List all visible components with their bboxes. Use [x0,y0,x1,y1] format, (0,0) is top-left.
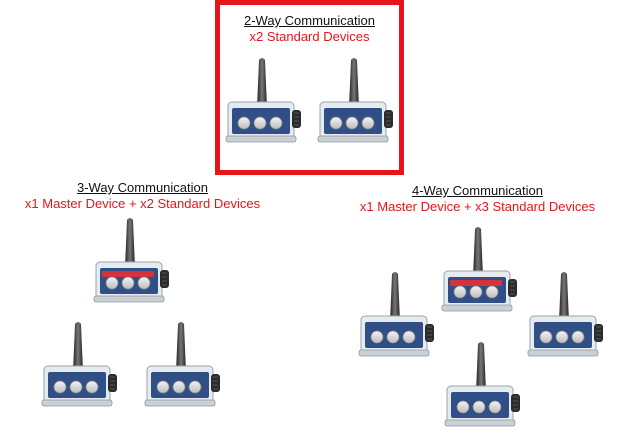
standard-device-icon [224,56,306,144]
standard-device-icon [357,270,439,358]
master-device-icon [92,216,174,304]
group-2way-subtitle: x2 Standard Devices [249,29,370,44]
standard-device-icon [526,270,608,358]
group-3way-subtitle: x1 Master Device + x2 Standard Devices [24,196,261,211]
master-device-icon [440,225,522,313]
standard-device-icon [40,320,122,408]
group-4way-subtitle: x1 Master Device + x3 Standard Devices [359,199,596,214]
group-4way-title: 4-Way Communication [411,183,543,198]
standard-device-icon [143,320,225,408]
standard-device-icon [443,340,525,428]
standard-device-icon [316,56,398,144]
selected-option-highlight [215,0,404,175]
group-2way-title: 2-Way Communication [243,13,375,28]
group-3way-title: 3-Way Communication [76,180,208,195]
